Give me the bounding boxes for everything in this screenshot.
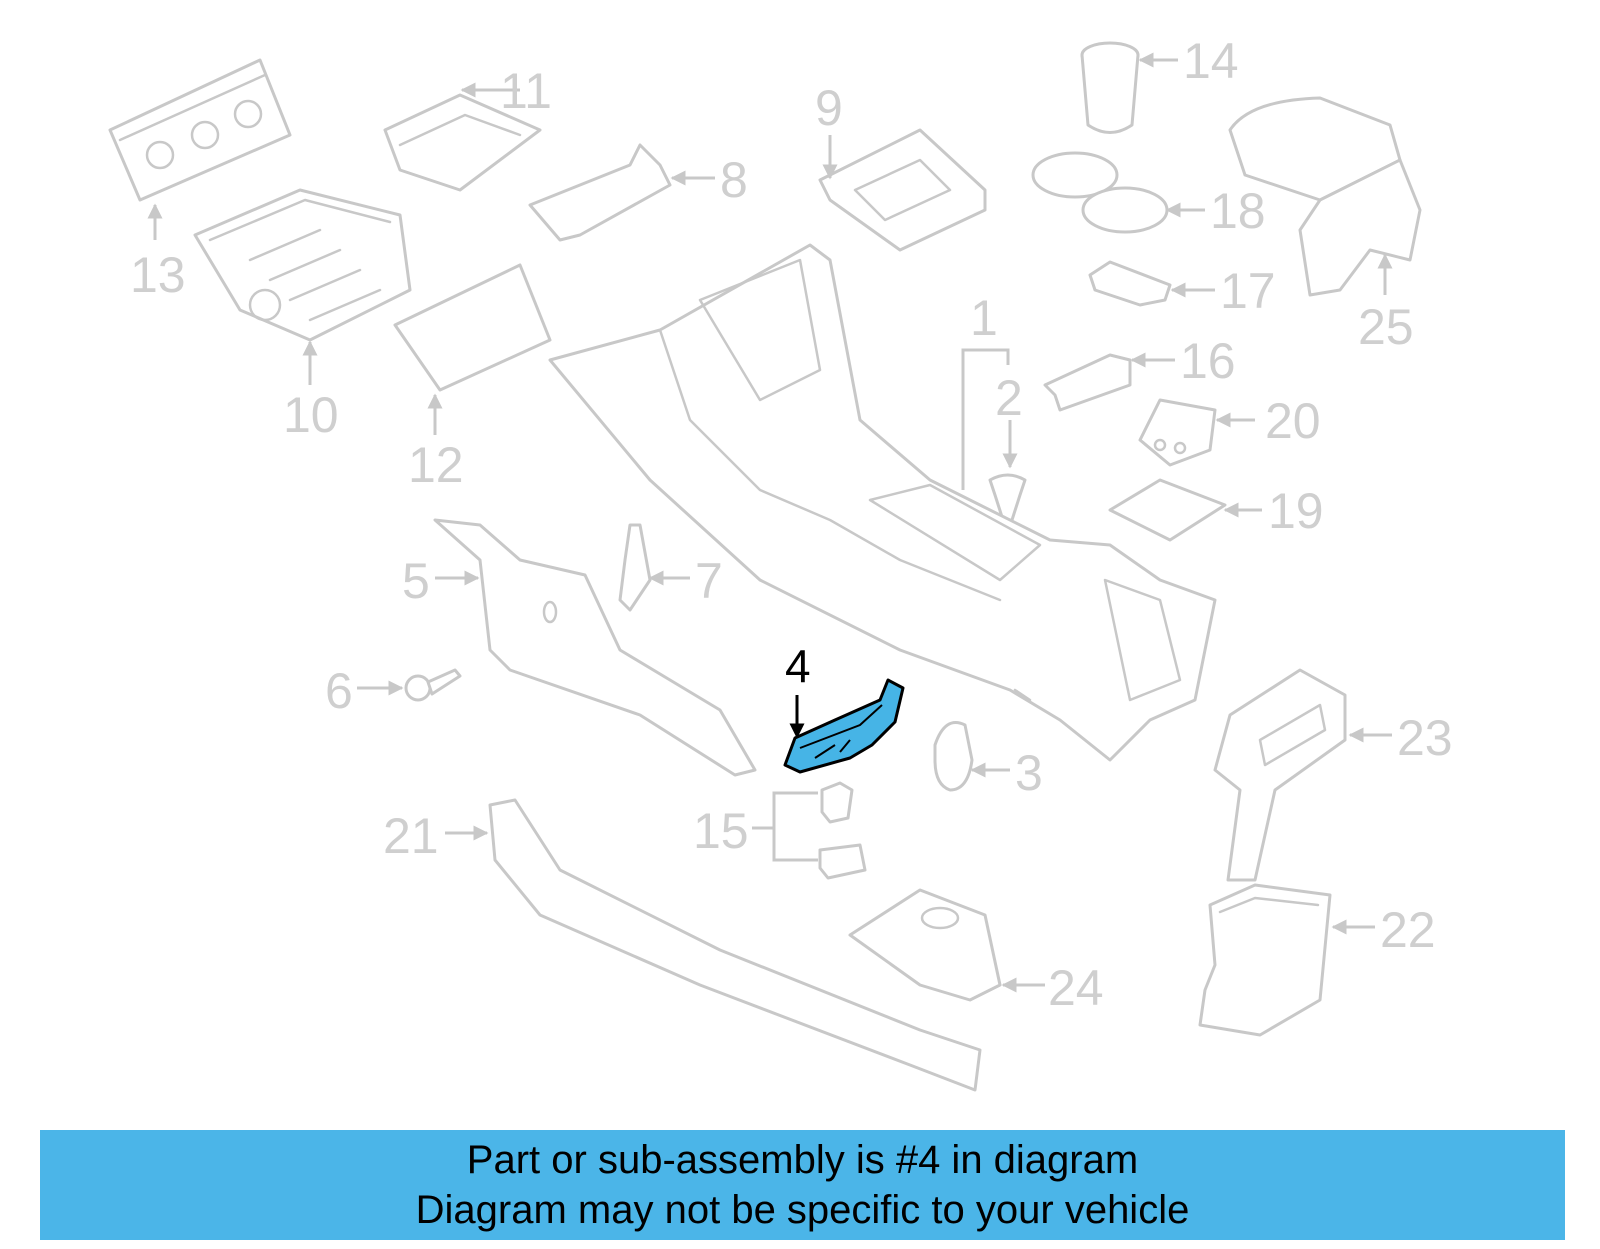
- part-11-tray: [383, 93, 542, 192]
- callout-24: 24: [1048, 960, 1104, 1016]
- callout-13: 13: [130, 247, 186, 303]
- part-3-cap: [933, 721, 974, 792]
- part-18-cup-mat: [1031, 151, 1169, 234]
- callout-21: 21: [383, 808, 439, 864]
- callout-2: 2: [995, 370, 1023, 426]
- callout-7: 7: [695, 553, 723, 609]
- part-25-armrest: [1228, 96, 1422, 297]
- part-17-clip: [1088, 260, 1172, 307]
- part-21-air-duct: [488, 798, 982, 1092]
- part-7-bracket: [618, 523, 652, 612]
- callout-22: 22: [1380, 902, 1436, 958]
- callout-16: 16: [1180, 333, 1236, 389]
- part-19-pad: [1108, 478, 1227, 542]
- part-20-mount: [1138, 398, 1217, 467]
- part-12-lid: [393, 263, 552, 392]
- callout-10: 10: [283, 387, 339, 443]
- part-1-center-console: [548, 243, 1217, 762]
- part-24-shifter-housing: [848, 888, 1002, 1002]
- callout-12: 12: [408, 437, 464, 493]
- callout-18: 18: [1210, 183, 1266, 239]
- part-5-side-panel: [433, 518, 757, 777]
- callout-6: 6: [325, 663, 353, 719]
- banner-line-part: Part or sub-assembly is #4 in diagram: [466, 1138, 1139, 1182]
- part-9-bezel: [818, 128, 987, 252]
- callout-11: 11: [500, 63, 552, 119]
- callout-3: 3: [1015, 745, 1043, 801]
- part-10-storage-box: [193, 188, 412, 342]
- callout-9: 9: [815, 80, 843, 136]
- part-15-clips: [818, 781, 867, 880]
- callout-4-selected: 4: [785, 640, 811, 692]
- callout-20: 20: [1265, 393, 1321, 449]
- banner-line-disclaimer: Diagram may not be specific to your vehi…: [415, 1188, 1190, 1232]
- callout-labels: 13 11 10 12 8 9 14 18 17 25 16 20 19 1 2…: [130, 33, 1453, 1016]
- callout-1: 1: [970, 290, 998, 346]
- leader-lines: [147, 52, 1393, 993]
- callout-17: 17: [1220, 263, 1276, 319]
- part-6-screw: [404, 668, 462, 702]
- callout-23: 23: [1397, 710, 1453, 766]
- part-23-rear-vent: [1213, 668, 1347, 882]
- part-13-climate-panel: [108, 58, 292, 202]
- callout-5: 5: [402, 553, 430, 609]
- part-22-rear-duct: [1198, 883, 1332, 1037]
- part-14-cup-insert: [1080, 41, 1140, 134]
- part-16-bracket: [1043, 353, 1132, 412]
- callout-15: 15: [693, 803, 749, 859]
- part-4-bracket-highlighted: [783, 678, 905, 774]
- callout-8: 8: [720, 152, 748, 208]
- part-8-trim-strip: [528, 143, 672, 242]
- callout-14: 14: [1183, 33, 1239, 89]
- info-banner: Part or sub-assembly is #4 in diagram Di…: [40, 1130, 1565, 1240]
- callout-19: 19: [1268, 483, 1324, 539]
- callout-25: 25: [1358, 299, 1414, 355]
